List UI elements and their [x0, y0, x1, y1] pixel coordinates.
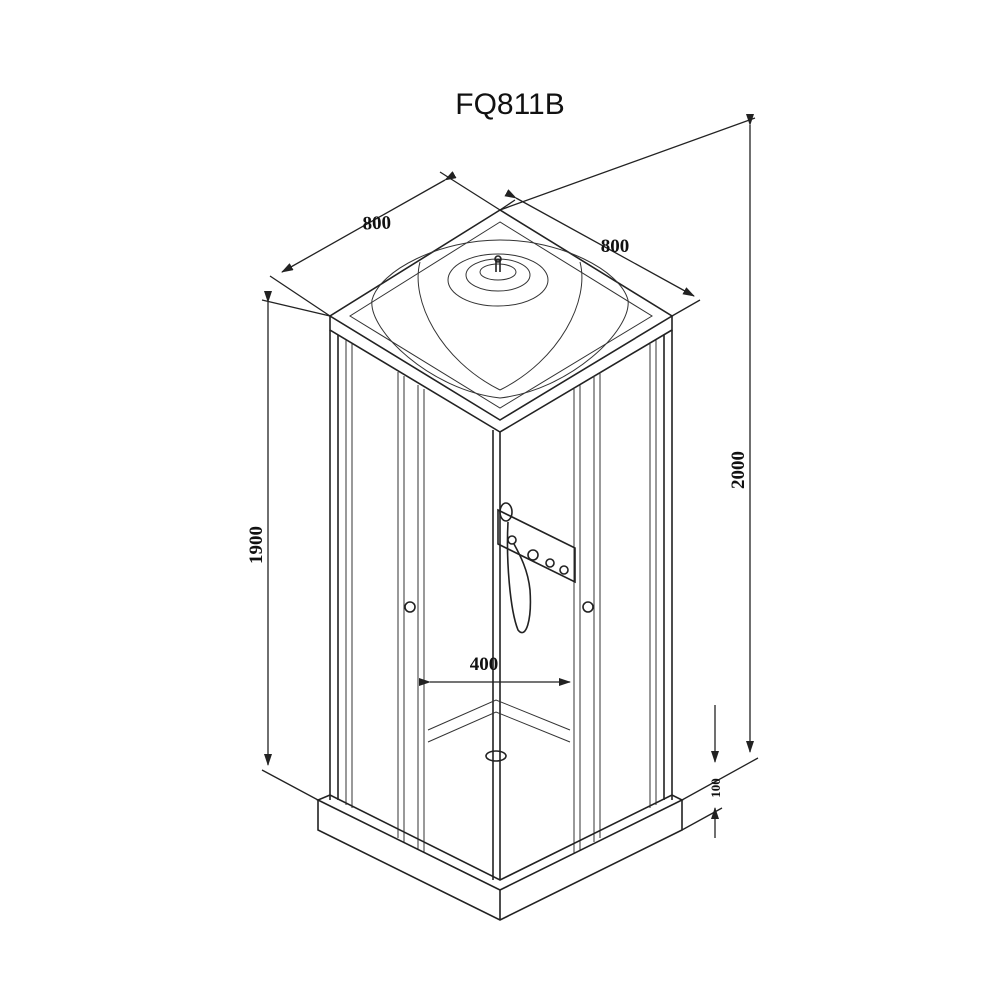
shower-tray	[316, 794, 684, 921]
dim-width-left-label: 800	[362, 213, 391, 235]
dim-cabin-height-label: 1900	[246, 526, 267, 564]
rain-shower-icon	[495, 259, 501, 272]
left-door-handle-icon	[404, 601, 416, 613]
cabin-frame	[329, 330, 673, 880]
dim-width-right-label: 800	[601, 236, 630, 257]
dim-door-opening-label: 400	[470, 654, 499, 675]
drain-icon	[485, 750, 507, 762]
right-door-handle-icon	[582, 601, 594, 613]
control-panel	[497, 502, 576, 634]
hand-shower-icon	[499, 502, 513, 522]
dim-tray-height-label: 100	[708, 778, 723, 798]
model-title: FQ811B	[455, 88, 565, 121]
dimension-lines	[261, 114, 759, 838]
dim-total-height-label: 2000	[728, 451, 749, 489]
